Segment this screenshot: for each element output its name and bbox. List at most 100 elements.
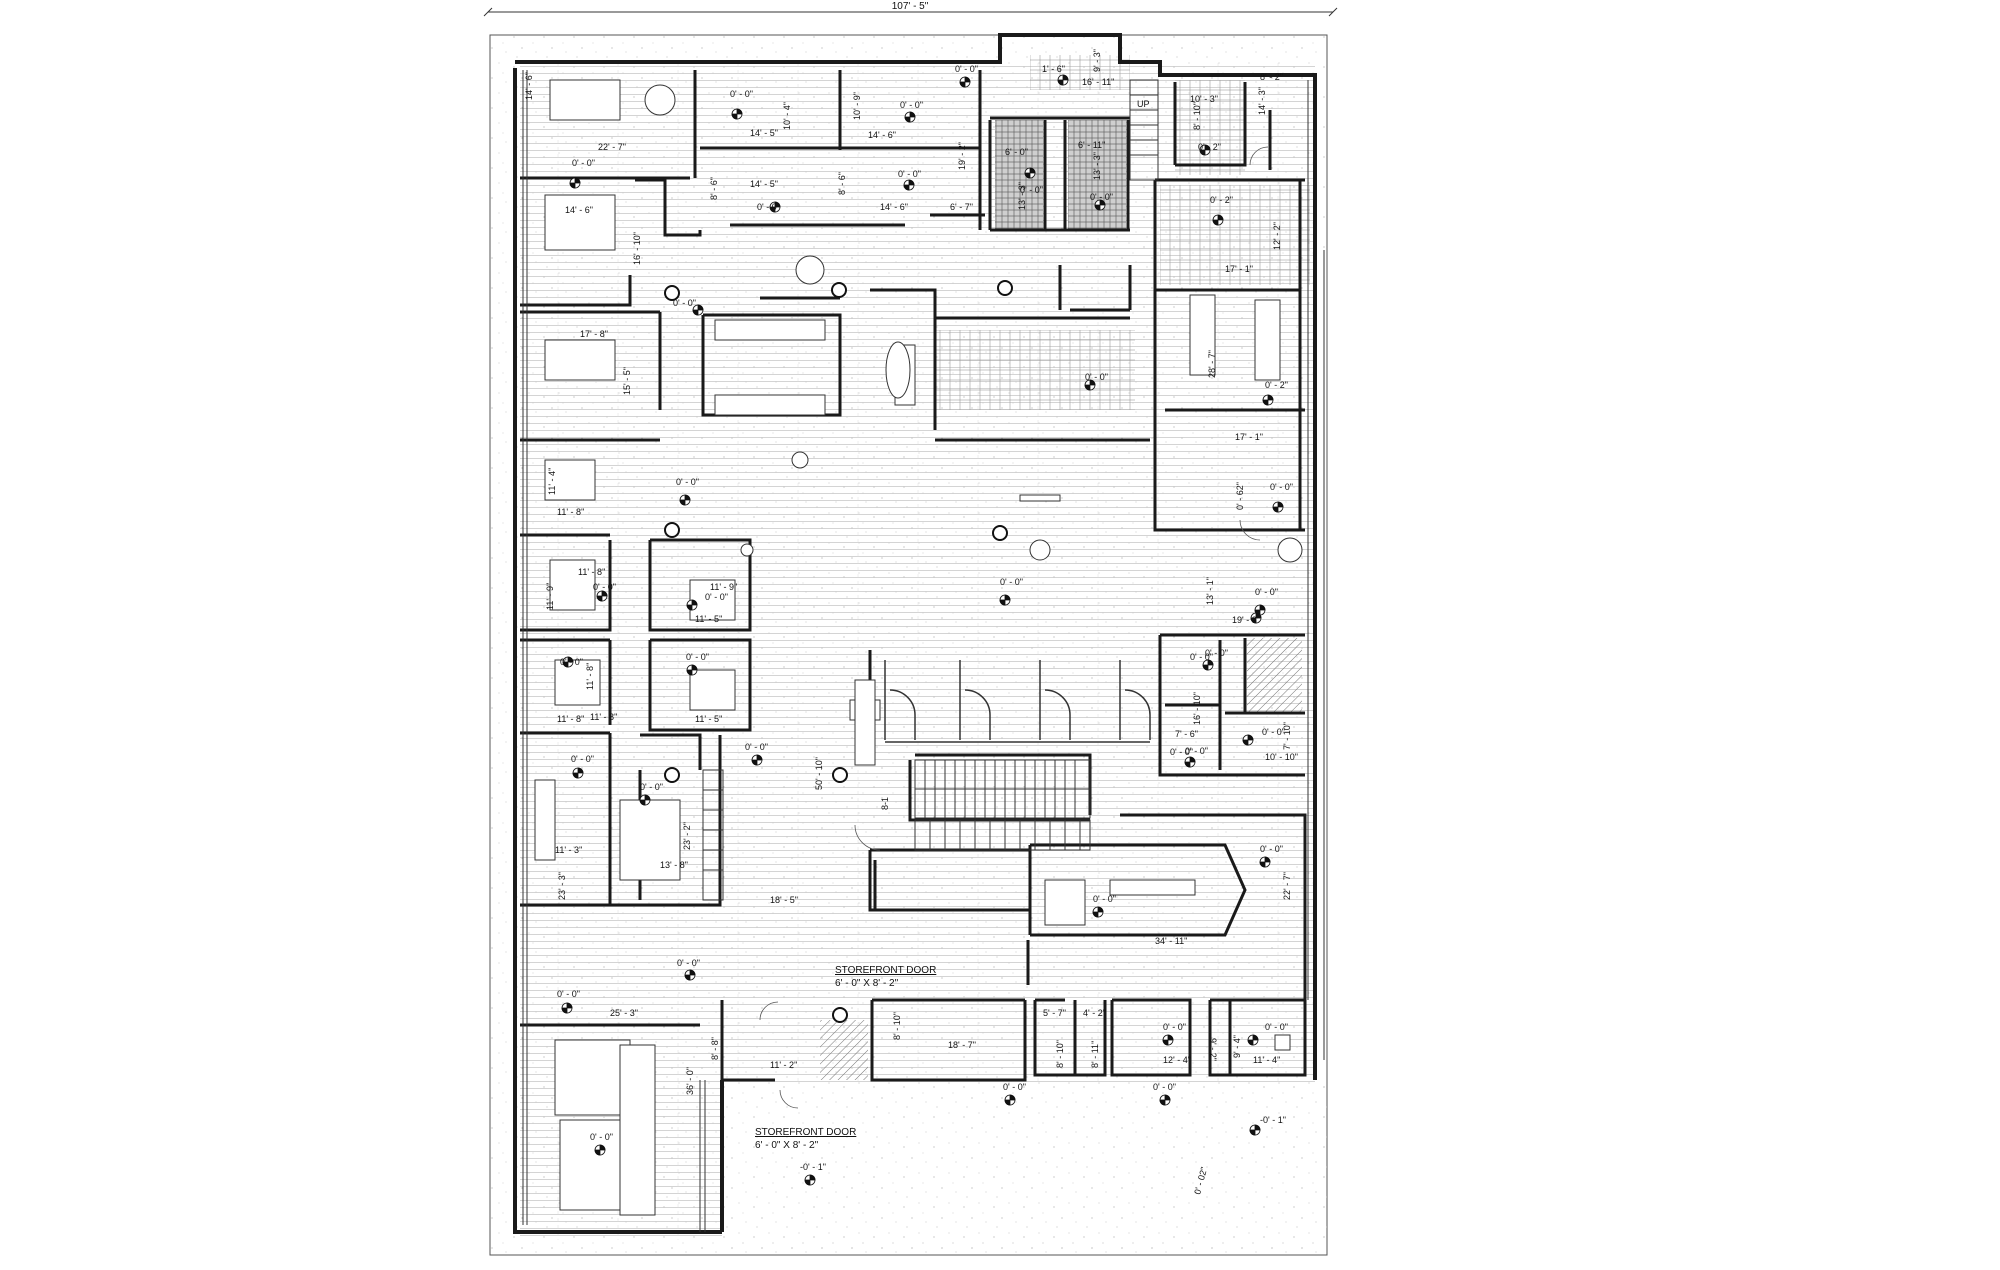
- storefront-door-upper: STOREFRONT DOOR 6' - 0" X 8' - 2": [835, 965, 936, 989]
- dim-label: 11' - 9": [710, 582, 737, 592]
- elevation-label: 0' - 0": [686, 652, 709, 662]
- restroom-tile-a: [995, 120, 1043, 230]
- elevation-label: 0' - 0": [900, 100, 923, 110]
- storefront-door-title: STOREFRONT DOOR: [755, 1127, 856, 1138]
- dim-label: 11' - 8": [590, 712, 617, 722]
- dim-label: 14' - 6": [565, 205, 593, 215]
- elevation-label: 0' - 0": [673, 298, 696, 308]
- dim-label: 14' - 3": [1257, 87, 1267, 115]
- elevation-label: 0' - 0": [572, 158, 595, 168]
- dim-label: 50' - 10": [814, 757, 824, 790]
- dim-label: 16' - 10": [632, 232, 642, 265]
- elevation-label: 0' - 0": [705, 592, 728, 602]
- dim-label: 4' - 2": [1083, 1008, 1106, 1018]
- ne-tile-room: [1175, 80, 1245, 175]
- stair-arrow-label: 8-1: [880, 797, 890, 810]
- elevation-label: 0' - 0": [1262, 727, 1285, 737]
- dim-label: 11' - 8": [578, 567, 605, 577]
- elevation-label: 0' - 0": [571, 754, 594, 764]
- door-swings: [759, 146, 1269, 1109]
- dim-label: 13' - 3": [1017, 182, 1027, 210]
- elevation-label: 0' - 0": [1090, 192, 1113, 202]
- elevation-label: 0' - 0": [1260, 844, 1283, 854]
- dim-label: 18' - 5": [770, 895, 798, 905]
- storage-hatch-b: [820, 1020, 868, 1080]
- dim-label: 25' - 3": [610, 1008, 638, 1018]
- elevation-label: 0' - 0": [676, 477, 699, 487]
- dim-label: 8' - 10": [892, 1012, 902, 1040]
- elevation-label: 0' - 0": [1185, 746, 1208, 756]
- elevation-label: 0' - 0": [1093, 894, 1116, 904]
- dim-label: 14' - 5": [750, 128, 778, 138]
- up-label: UP: [1137, 99, 1150, 109]
- dim-label: 10' - 3": [1190, 94, 1218, 104]
- elevation-label: 0' - 0": [640, 782, 663, 792]
- overall-width-label: 107' - 5": [892, 1, 929, 12]
- dim-label: 8' - 8": [710, 1037, 720, 1060]
- dim-label: 8' - 6": [837, 172, 847, 195]
- elevation-label: 0' - 0": [1020, 185, 1043, 195]
- dim-label: 17' - 1": [1225, 264, 1253, 274]
- dim-label: 14' - 5": [750, 179, 778, 189]
- dim-label: 11' - 5": [695, 614, 722, 624]
- elevation-label: 0' - 0": [1190, 652, 1213, 662]
- elevation-label: 0' - 0": [1085, 372, 1108, 382]
- storefront-door-lower: STOREFRONT DOOR 6' - 0" X 8' - 2": [755, 1127, 856, 1151]
- dim-label: 13' - 3": [1092, 152, 1102, 180]
- elevation-label: 0' - 0": [1163, 1022, 1186, 1032]
- dim-label: 13' - 8": [660, 860, 688, 870]
- dim-label: 16' - 10": [1192, 692, 1202, 725]
- dim-label: 11' - 3": [555, 845, 582, 855]
- elevation-label: 0' - 0": [593, 582, 616, 592]
- dim-label: 9' - 2": [1208, 1038, 1218, 1061]
- dim-label: 0' - 62": [1235, 482, 1245, 510]
- elevation-label: -0' - 1": [1260, 1115, 1286, 1125]
- elevation-label: 0' - 2": [1198, 142, 1221, 152]
- elevation-label: 0' - 0": [560, 657, 583, 667]
- elevation-label: 0' - 0": [590, 1132, 613, 1142]
- elevation-label: 0' - 0": [557, 989, 580, 999]
- dim-label: 12' - 2": [1272, 222, 1282, 250]
- restroom-tile-b: [1068, 120, 1126, 230]
- dim-label: 18' - 7": [948, 1040, 976, 1050]
- dim-label: 12' - 4": [1163, 1055, 1191, 1065]
- dim-label: 6' - 7": [950, 202, 973, 212]
- elevation-label: 0' - 0": [745, 742, 768, 752]
- dim-label: 19' - 2": [957, 142, 967, 170]
- elevation-label: 0' - 0": [1205, 648, 1228, 658]
- dim-label: 8' - 10": [1192, 102, 1202, 130]
- dim-label: 7' - 10": [1282, 722, 1292, 750]
- workstations: [884, 660, 1151, 743]
- dim-label: 11' - 4": [547, 468, 557, 495]
- dim-label: 1' - 6": [1042, 64, 1065, 74]
- elevation-label: -0' - 1": [800, 1162, 826, 1172]
- elevation-label: 0' - 0": [1265, 1022, 1288, 1032]
- dim-label: 36' - 0": [685, 1067, 695, 1095]
- elevation-label: 0' - 0": [898, 169, 921, 179]
- storefront-glazing: [522, 70, 1325, 1232]
- sidewalk-speckle: [722, 1084, 1315, 1240]
- elevation-markers: [561, 74, 1284, 1186]
- dim-label: 19' - 3": [1232, 615, 1260, 625]
- kitchen-tile: [935, 330, 1135, 410]
- elevation-label: 0' - 0": [955, 64, 978, 74]
- elevation-label: 0' - 0": [1170, 747, 1193, 757]
- dim-label: 5' - 7": [1043, 1008, 1066, 1018]
- elevation-label: 0' - 0": [1255, 587, 1278, 597]
- dim-label: 11' - 5": [695, 714, 722, 724]
- dim-label: 11' - 8": [557, 507, 584, 517]
- elevation-labels: 0' - 0" 0' - 0" 0' - 0" 0' - 0" 0' - 0" …: [557, 64, 1293, 1196]
- elevation-label: 0' - 0": [1000, 577, 1023, 587]
- dim-label: 8' - 11": [1090, 1041, 1100, 1068]
- overall-dimension: 107' - 5": [483, 1, 1338, 17]
- elevation-label: 0' - 2": [1210, 195, 1233, 205]
- storage-hatch-a: [1247, 638, 1302, 713]
- dim-label: 23' - 3": [557, 872, 567, 900]
- furniture: [534, 79, 1303, 1216]
- dim-label: 34' - 11": [1155, 936, 1187, 946]
- dim-label: 11' - 9": [545, 583, 555, 610]
- dim-label: 8' - 2": [1260, 72, 1283, 82]
- dim-label: 14' - 6": [880, 202, 908, 212]
- elevation-label: 0' - 0": [1003, 1082, 1026, 1092]
